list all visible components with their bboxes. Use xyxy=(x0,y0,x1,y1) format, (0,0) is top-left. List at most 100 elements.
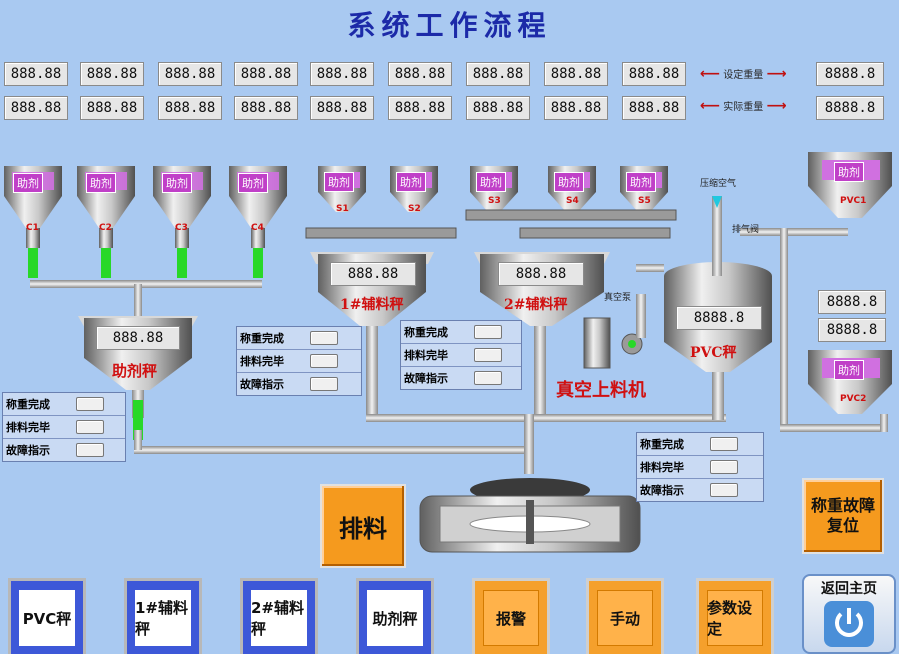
hopper-pvc2-label: PVC2 xyxy=(840,394,867,404)
home-button[interactable]: 返回主页 xyxy=(802,574,896,654)
pvc-scale-label: PVC秤 xyxy=(690,345,737,361)
nav-additive-scale-button[interactable]: 助剂秤 xyxy=(356,578,434,654)
actual-weight-display-2: 888.88 xyxy=(80,96,144,120)
nav-label: 1#辅料秤 xyxy=(135,590,191,646)
hopper-s3-tag: 助剂 xyxy=(476,172,506,192)
fault-indicator xyxy=(474,371,502,385)
set-weight-display-6: 888.88 xyxy=(388,62,452,86)
nav-label: 助剂秤 xyxy=(367,590,423,646)
nav-aux1-scale-button[interactable]: 1#辅料秤 xyxy=(124,578,202,654)
set-weight-display-3: 888.88 xyxy=(158,62,222,86)
nav-pvc-scale-button[interactable]: PVC秤 xyxy=(8,578,86,654)
hopper-pvc2-tag: 助剂 xyxy=(834,360,864,380)
set-weight-display-7: 888.88 xyxy=(466,62,530,86)
set-weight-display-1: 888.88 xyxy=(4,62,68,86)
set-weight-display-2: 888.88 xyxy=(80,62,144,86)
hopper-s4-tag: 助剂 xyxy=(554,172,584,192)
status-label: 称重完成 xyxy=(6,398,50,411)
hopper-pvc1-tag: 助剂 xyxy=(834,162,864,182)
hopper-c4-label: C4 xyxy=(251,223,264,233)
status-label: 故障指示 xyxy=(240,378,284,391)
hopper-c3-tag: 助剂 xyxy=(162,173,192,193)
vent-label: 排气阀 xyxy=(732,225,760,235)
vacuum-loader-machine xyxy=(583,264,664,369)
hopper-pvc1-label: PVC1 xyxy=(840,196,867,206)
set-weight-label: ⟵ 设定重量 ⟶ xyxy=(700,66,787,82)
pvc-right-display-2: 8888.8 xyxy=(818,318,886,342)
weigh-done-indicator xyxy=(710,437,738,451)
pvc-status-panel: 称重完成 排料完毕 故障指示 xyxy=(636,432,764,502)
aux1-scale-label: 1#辅料秤 xyxy=(340,297,404,313)
nav-alarm-button[interactable]: 报警 xyxy=(472,578,550,654)
actual-weight-display-6: 888.88 xyxy=(388,96,452,120)
hopper-s5-label: S5 xyxy=(638,196,651,206)
hopper-c3-label: C3 xyxy=(175,223,188,233)
hopper-c4-tag: 助剂 xyxy=(238,173,268,193)
status-label: 故障指示 xyxy=(640,484,684,497)
hopper-c1-tag: 助剂 xyxy=(13,173,43,193)
hopper-s2-tag: 助剂 xyxy=(396,172,426,192)
aux2-scale-label: 2#辅料秤 xyxy=(504,297,568,313)
actual-weight-label: ⟵ 实际重量 ⟶ xyxy=(700,98,787,114)
nav-label: PVC秤 xyxy=(19,590,75,646)
nav-parameters-button[interactable]: 参数设定 xyxy=(696,578,774,654)
hopper-c2-label: C2 xyxy=(99,223,112,233)
status-label: 称重完成 xyxy=(640,438,684,451)
actual-weight-display-5: 888.88 xyxy=(310,96,374,120)
hopper-s5-tag: 助剂 xyxy=(626,172,656,192)
discharge-done-indicator xyxy=(310,354,338,368)
weigh-done-indicator xyxy=(76,397,104,411)
status-label: 故障指示 xyxy=(6,444,50,457)
pvc-right-display-1: 8888.8 xyxy=(818,290,886,314)
compressed-air-label: 压缩空气 xyxy=(700,179,737,189)
actual-weight-display-4: 888.88 xyxy=(234,96,298,120)
set-total-display: 8888.8 xyxy=(816,62,884,86)
fault-reset-button[interactable]: 称重故障复位 xyxy=(802,478,884,554)
pump-label: 真空泵 xyxy=(604,293,632,303)
fault-indicator xyxy=(310,377,338,391)
weigh-done-indicator xyxy=(310,331,338,345)
hopper-s2-label: S2 xyxy=(408,204,421,214)
additive-status-panel: 称重完成 排料完毕 故障指示 xyxy=(2,392,126,462)
nav-label: 2#辅料秤 xyxy=(251,590,307,646)
nav-label: 手动 xyxy=(597,590,653,646)
hopper-c1-label: C1 xyxy=(26,223,39,233)
hopper-s4-label: S4 xyxy=(566,196,579,206)
nav-manual-button[interactable]: 手动 xyxy=(586,578,664,654)
status-label: 故障指示 xyxy=(404,372,448,385)
set-weight-display-9: 888.88 xyxy=(622,62,686,86)
status-label: 排料完毕 xyxy=(240,355,284,368)
hopper-s1-label: S1 xyxy=(336,204,349,214)
weigh-done-indicator xyxy=(474,325,502,339)
nav-aux2-scale-button[interactable]: 2#辅料秤 xyxy=(240,578,318,654)
status-label: 排料完毕 xyxy=(6,421,50,434)
hopper-c2-tag: 助剂 xyxy=(86,173,116,193)
vacuum-loader-label: 真空上料机 xyxy=(556,380,646,401)
mixer-tank xyxy=(419,478,641,553)
actual-weight-display-9: 888.88 xyxy=(622,96,686,120)
discharge-done-indicator xyxy=(710,460,738,474)
discharge-button[interactable]: 排料 xyxy=(320,484,406,568)
nav-label: 参数设定 xyxy=(707,590,763,646)
status-label: 排料完毕 xyxy=(640,461,684,474)
actual-total-display: 8888.8 xyxy=(816,96,884,120)
nav-label: 报警 xyxy=(483,590,539,646)
fault-indicator xyxy=(710,483,738,497)
set-weight-display-5: 888.88 xyxy=(310,62,374,86)
actual-weight-display-7: 888.88 xyxy=(466,96,530,120)
hopper-s3-label: S3 xyxy=(488,196,501,206)
additive-scale-display: 888.88 xyxy=(96,326,180,350)
aux2-scale-display: 888.88 xyxy=(498,262,584,286)
hopper-s1-tag: 助剂 xyxy=(324,172,354,192)
additive-scale-label: 助剂秤 xyxy=(112,362,158,380)
actual-weight-display-8: 888.88 xyxy=(544,96,608,120)
power-icon xyxy=(824,601,874,647)
status-label: 称重完成 xyxy=(240,332,284,345)
home-button-label: 返回主页 xyxy=(821,581,877,597)
fault-indicator xyxy=(76,443,104,457)
actual-weight-display-1: 888.88 xyxy=(4,96,68,120)
status-label: 称重完成 xyxy=(404,326,448,339)
aux1-status-panel: 称重完成 排料完毕 故障指示 xyxy=(236,326,362,396)
page-title: 系统工作流程 xyxy=(347,9,552,42)
